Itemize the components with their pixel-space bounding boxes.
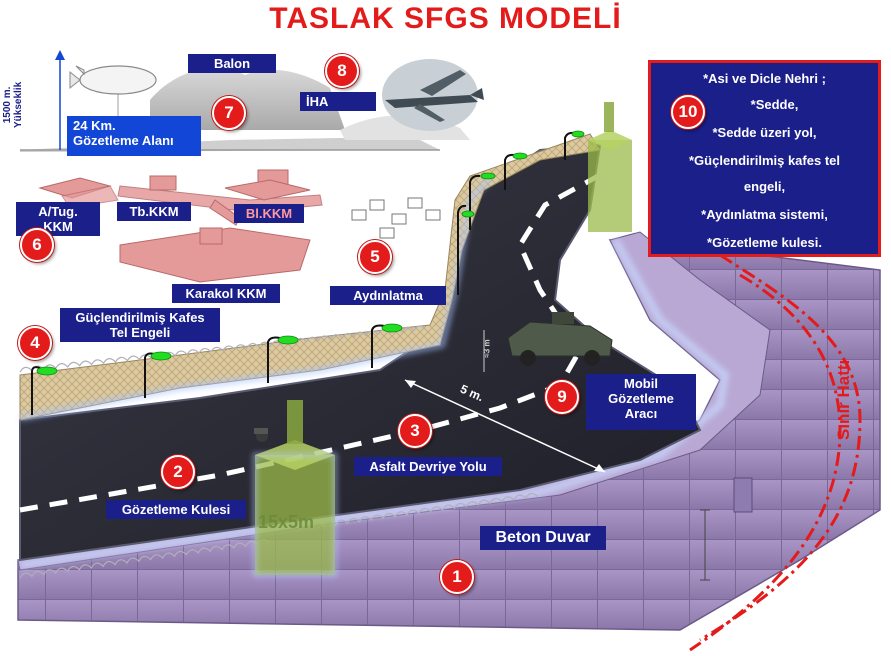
- label-surveillance-area-line2: Gözetleme Alanı: [73, 133, 174, 148]
- label-surveillance-area-line1: 24 Km.: [73, 118, 116, 133]
- road-width-arrow: [404, 379, 606, 473]
- label-atug-line1: A/Tug.: [38, 204, 78, 219]
- label-lighting: Aydınlatma: [330, 286, 446, 305]
- badge-4: 4: [18, 326, 52, 360]
- info-line-5: engeli,: [743, 179, 786, 194]
- label-mobile-line1: Mobil: [624, 376, 658, 391]
- camera-icon: [254, 428, 268, 442]
- label-mobile-line3: Aracı: [624, 406, 658, 421]
- features-info-box: *Asi ve Dicle Nehri ; *Sedde, *Sedde üze…: [648, 60, 881, 257]
- altitude-label: 1500 m. Yükseklik: [2, 82, 24, 128]
- uav-icon: [382, 59, 484, 131]
- page-title: TASLAK SFGS MODELİ: [269, 2, 622, 35]
- badge-2: 2: [161, 455, 195, 489]
- border-line-label: Sınır Hattı: [834, 359, 853, 440]
- watch-tower-icon: [253, 400, 337, 577]
- label-atug-kkm: A/Tug. KKM: [16, 202, 100, 236]
- armored-vehicle-icon: [507, 312, 613, 366]
- balloon-icon: [69, 65, 157, 150]
- altitude-line1: 1500 m.: [2, 86, 13, 124]
- info-line-6: *Aydınlatma sistemi,: [701, 207, 828, 222]
- razor-wire: [19, 325, 539, 579]
- badge-10: 10: [671, 95, 705, 129]
- badge-1: 1: [440, 560, 474, 594]
- badge-8: 8: [325, 54, 359, 88]
- label-concrete-wall: Beton Duvar: [480, 526, 606, 550]
- border-line: [689, 253, 862, 652]
- badge-9: 9: [545, 380, 579, 414]
- info-line-4: *Güçlendirilmiş kafes tel: [688, 153, 840, 168]
- label-karakol-kkm: Karakol KKM: [172, 284, 280, 303]
- label-fence-line1: Güçlendirilmiş Kafes: [75, 310, 205, 325]
- badge-7: 7: [212, 96, 246, 130]
- label-tb-kkm: Tb.KKM: [117, 202, 191, 221]
- label-mobile-surveillance-vehicle: Mobil Gözetleme Aracı: [586, 374, 696, 430]
- badge-3: 3: [398, 414, 432, 448]
- label-mobile-line2: Gözetleme: [608, 391, 674, 406]
- badge-6: 6: [20, 228, 54, 262]
- badge-5: 5: [358, 240, 392, 274]
- label-atug-line2: KKM: [43, 219, 73, 234]
- watch-tower-far-icon: [588, 102, 632, 232]
- label-watch-tower: Gözetleme Kulesi: [106, 500, 246, 519]
- label-balloon: Balon: [188, 54, 276, 73]
- label-surveillance-area: 24 Km. Gözetleme Alanı: [67, 116, 201, 156]
- label-bl-kkm: Bl.KKM: [234, 204, 304, 223]
- info-line-2: *Sedde,: [750, 97, 799, 112]
- light-pole-icon: [31, 131, 575, 415]
- info-line-3: *Sedde üzeri yol,: [712, 125, 817, 140]
- altitude-arrow: [55, 50, 65, 150]
- label-fence-line2: Tel Engeli: [109, 325, 171, 340]
- label-patrol-road: Asfalt Devriye Yolu: [354, 457, 502, 476]
- tower-size-label: 15x5m: [258, 512, 315, 532]
- info-line-7: *Gözetleme kulesi.: [707, 235, 822, 250]
- info-line-1: *Asi ve Dicle Nehri ;: [703, 71, 826, 86]
- label-reinforced-fence: Güçlendirilmiş Kafes Tel Engeli: [60, 308, 220, 342]
- wall-height-measure: [700, 509, 710, 581]
- wall-door: [733, 477, 753, 513]
- light-lamps: [36, 130, 585, 376]
- altitude-line2: Yükseklik: [13, 81, 24, 128]
- label-uav: İHA: [300, 92, 376, 111]
- road-width-small-label: ≈3 m: [482, 339, 492, 358]
